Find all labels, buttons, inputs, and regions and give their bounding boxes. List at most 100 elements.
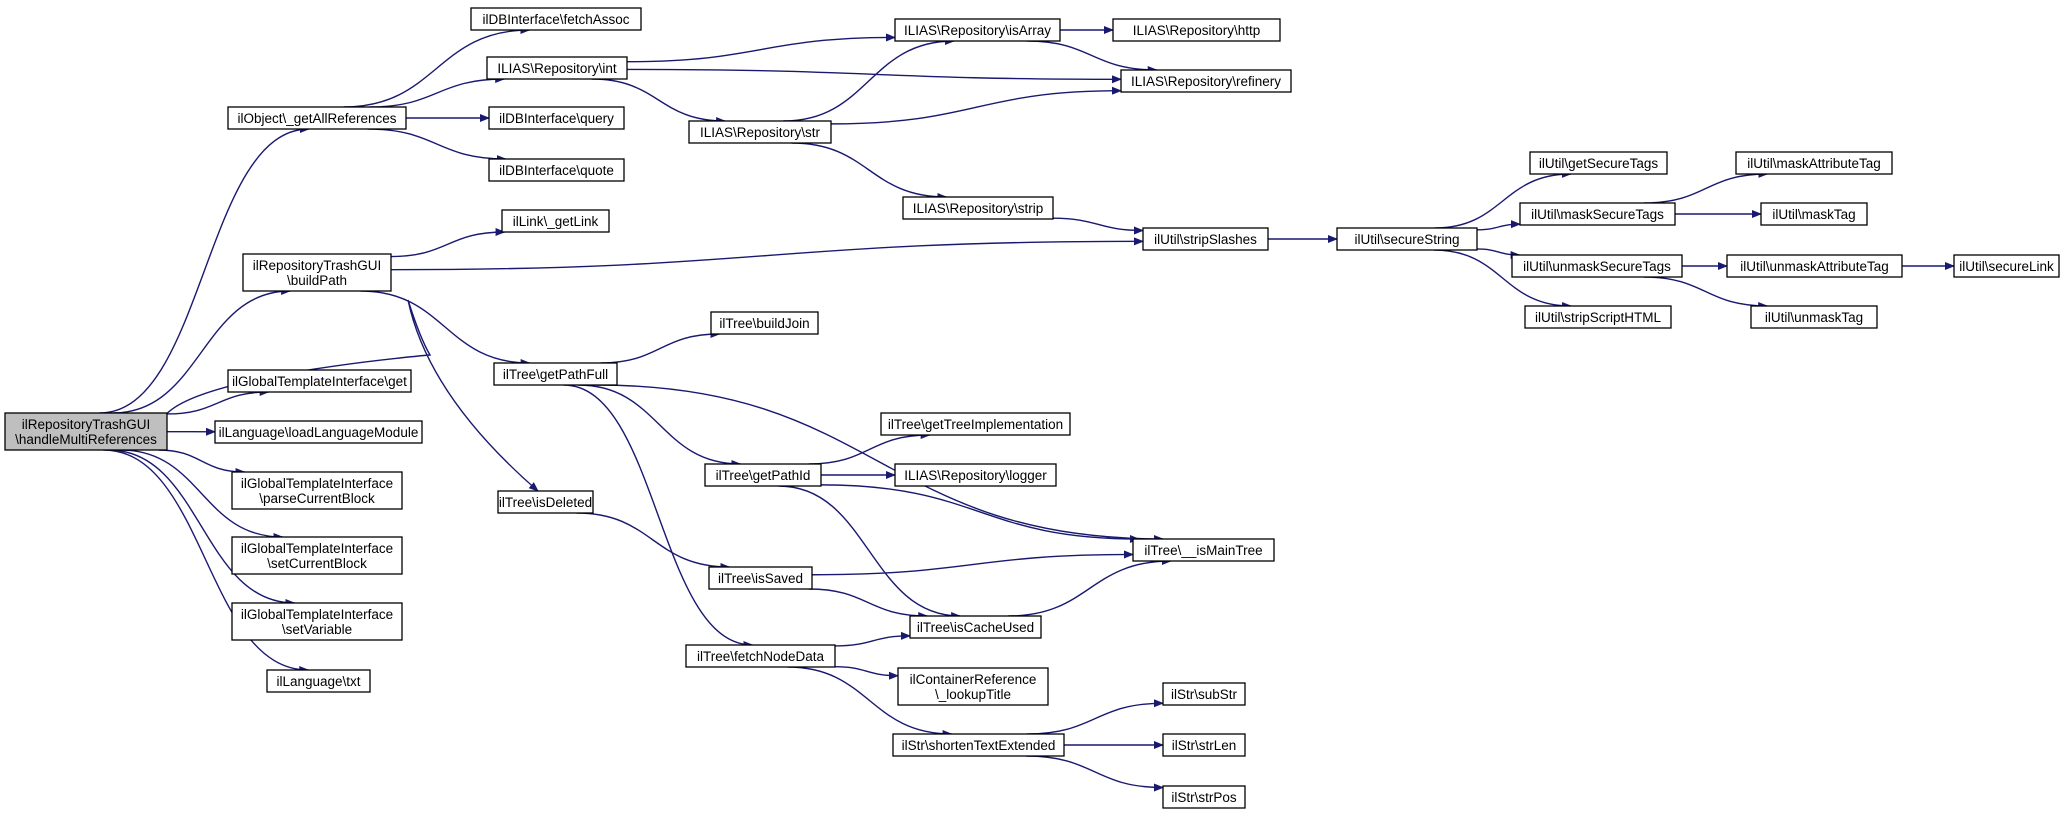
node-ilrepositorytrashgui-handlemultireferences[interactable]: ilRepositoryTrashGUI\handleMultiReferenc… — [4, 412, 168, 451]
node-ilias-repository-int[interactable]: ILIAS\Repository\int — [486, 56, 628, 80]
node-ilutil-maskattributetag[interactable]: ilUtil\maskAttributeTag — [1735, 151, 1893, 175]
node-box — [214, 420, 423, 444]
node-label: ilGlobalTemplateInterface — [241, 607, 393, 622]
node-label: \setCurrentBlock — [267, 556, 367, 571]
edge-unmaskSecureTags-to-unmaskTag — [1643, 276, 1769, 310]
node-ilias-repository-strip[interactable]: ILIAS\Repository\strip — [902, 196, 1054, 220]
node-box — [501, 209, 610, 233]
node-box — [242, 253, 392, 292]
node-box — [486, 56, 628, 80]
node-ildbinterface-fetchassoc[interactable]: ilDBInterface\fetchAssoc — [470, 7, 642, 31]
edge-getPathFull-to-buildJoin — [600, 330, 721, 364]
node-iltree-iscacheused[interactable]: ilTree\isCacheUsed — [909, 615, 1042, 639]
node-box — [880, 412, 1071, 436]
node-ilias-repository-http[interactable]: ILIAS\Repository\http — [1112, 18, 1281, 42]
node-label: ilUtil\maskAttributeTag — [1747, 156, 1881, 171]
edge-repInt-to-isArray — [626, 33, 896, 63]
node-ilias-repository-isarray[interactable]: ILIAS\Repository\isArray — [894, 18, 1061, 42]
edge-fetchNode-to-lookupTitle — [834, 665, 899, 680]
edge-root-to-isDeleted — [166, 299, 539, 492]
node-ilias-repository-logger[interactable]: ILIAS\Repository\logger — [894, 463, 1057, 487]
node-ilstr-shortentextextended[interactable]: ilStr\shortenTextExtended — [892, 733, 1065, 757]
node-ilutil-masktag[interactable]: ilUtil\maskTag — [1760, 202, 1868, 226]
node-ilutil-getsecuretags[interactable]: ilUtil\getSecureTags — [1529, 151, 1668, 175]
node-label: ILIAS\Repository\str — [700, 125, 821, 140]
edge-repStr-to-repStrip — [791, 142, 948, 201]
node-label: ilDBInterface\fetchAssoc — [482, 12, 629, 27]
edge-getPathFull-to-fetchNode — [563, 384, 754, 649]
node-label: ilTree\isSaved — [718, 571, 803, 586]
node-label: ilTree\buildJoin — [719, 316, 809, 331]
edge-secureString-to-stripScript — [1433, 249, 1573, 310]
node-ilstr-strpos[interactable]: ilStr\strPos — [1162, 785, 1246, 809]
edge-root-to-gtiGet — [166, 388, 270, 415]
node-label: ILIAS\Repository\logger — [904, 468, 1047, 483]
node-ilstr-substr[interactable]: ilStr\subStr — [1162, 682, 1246, 706]
node-ilglobaltemplateinterface-parsecurrentblock[interactable]: ilGlobalTemplateInterface\parseCurrentBl… — [231, 471, 403, 510]
edge-getPathFull-to-getPathId — [578, 384, 742, 468]
node-box — [1524, 305, 1672, 329]
node-iltree-fetchnodedata[interactable]: ilTree\fetchNodeData — [685, 644, 836, 668]
node-illanguage-txt[interactable]: ilLanguage\txt — [266, 669, 371, 693]
node-label: ILIAS\Repository\int — [497, 61, 617, 76]
node-box — [1953, 254, 2060, 278]
node-ilutil-stripslashes[interactable]: ilUtil\stripSlashes — [1142, 227, 1269, 251]
node-label: ilUtil\secureString — [1354, 232, 1459, 247]
node-ilutil-securestring[interactable]: ilUtil\secureString — [1336, 227, 1478, 251]
node-box — [493, 362, 618, 386]
node-ilglobaltemplateinterface-setcurrentblock[interactable]: ilGlobalTemplateInterface\setCurrentBloc… — [231, 536, 403, 575]
node-ilutil-stripscripthtml[interactable]: ilUtil\stripScriptHTML — [1524, 305, 1672, 329]
node-ildbinterface-quote[interactable]: ilDBInterface\quote — [488, 158, 625, 182]
node-label: ilContainerReference — [910, 672, 1037, 687]
node-box — [497, 490, 594, 514]
node-layer: ilRepositoryTrashGUI\handleMultiReferenc… — [4, 7, 2060, 809]
node-ilobject-getallreferences[interactable]: ilObject\_getAllReferences — [227, 106, 407, 130]
node-box — [4, 412, 168, 451]
node-ilutil-masksecuretags[interactable]: ilUtil\maskSecureTags — [1519, 202, 1676, 226]
node-label: ilLanguage\loadLanguageModule — [219, 425, 419, 440]
node-ilutil-securelink[interactable]: ilUtil\secureLink — [1953, 254, 2060, 278]
edge-buildPath-to-getPathFull — [360, 290, 531, 367]
node-label: ilGlobalTemplateInterface — [241, 476, 393, 491]
node-label: ilTree\getTreeImplementation — [888, 417, 1063, 432]
node-iltree-issaved[interactable]: ilTree\isSaved — [708, 566, 813, 590]
node-ilglobaltemplateinterface-get[interactable]: ilGlobalTemplateInterface\get — [227, 369, 412, 393]
edge-layer — [99, 26, 1955, 792]
node-iltree-ismaintree[interactable]: ilTree\__isMainTree — [1132, 538, 1275, 562]
node-ilutil-unmasktag[interactable]: ilUtil\unmaskTag — [1750, 305, 1878, 329]
node-iltree-isdeleted[interactable]: ilTree\isDeleted — [497, 490, 594, 514]
node-box — [1120, 69, 1292, 93]
node-box — [1529, 151, 1668, 175]
node-ilias-repository-str[interactable]: ILIAS\Repository\str — [688, 120, 832, 144]
node-ilutil-unmasksecuretags[interactable]: ilUtil\unmaskSecureTags — [1511, 254, 1683, 278]
node-box — [894, 18, 1061, 42]
edge-root-to-txt — [103, 449, 310, 674]
node-ilrepositorytrashgui-buildpath[interactable]: ilRepositoryTrashGUI\buildPath — [242, 253, 392, 292]
node-iltree-getpathfull[interactable]: ilTree\getPathFull — [493, 362, 618, 386]
edge-getAllRefs-to-repInt — [369, 75, 506, 108]
node-ildbinterface-query[interactable]: ilDBInterface\query — [488, 106, 625, 130]
edge-buildPath-to-getLink — [390, 228, 506, 258]
node-box — [1132, 538, 1275, 562]
node-iltree-gettreeimplementation[interactable]: ilTree\getTreeImplementation — [880, 412, 1071, 436]
node-ilutil-unmaskattributetag[interactable]: ilUtil\unmaskAttributeTag — [1726, 254, 1903, 278]
node-ilcontainerreference-lookuptitle[interactable]: ilContainerReference\_lookupTitle — [897, 667, 1049, 706]
node-label: ilLanguage\txt — [276, 674, 360, 689]
node-label: ilStr\shortenTextExtended — [902, 738, 1056, 753]
node-label: ILIAS\Repository\refinery — [1131, 74, 1281, 89]
node-illanguage-loadlanguagemodule[interactable]: ilLanguage\loadLanguageModule — [214, 420, 423, 444]
node-label: ilGlobalTemplateInterface — [241, 541, 393, 556]
node-iltree-buildjoin[interactable]: ilTree\buildJoin — [710, 311, 819, 335]
node-illink-getlink[interactable]: ilLink\_getLink — [501, 209, 610, 233]
node-box — [266, 669, 371, 693]
node-box — [1336, 227, 1478, 251]
node-ilglobaltemplateinterface-setvariable[interactable]: ilGlobalTemplateInterface\setVariable — [231, 602, 403, 641]
node-ilstr-strlen[interactable]: ilStr\strLen — [1162, 733, 1246, 757]
node-box — [1735, 151, 1893, 175]
edge-root-to-setBlock — [120, 449, 284, 541]
node-iltree-getpathid[interactable]: ilTree\getPathId — [704, 463, 822, 487]
edge-root-to-getAllRefs — [99, 125, 310, 414]
node-ilias-repository-refinery[interactable]: ILIAS\Repository\refinery — [1120, 69, 1292, 93]
node-label: ilDBInterface\query — [499, 111, 614, 126]
edge-shortenText-to-strPos — [1026, 755, 1164, 792]
